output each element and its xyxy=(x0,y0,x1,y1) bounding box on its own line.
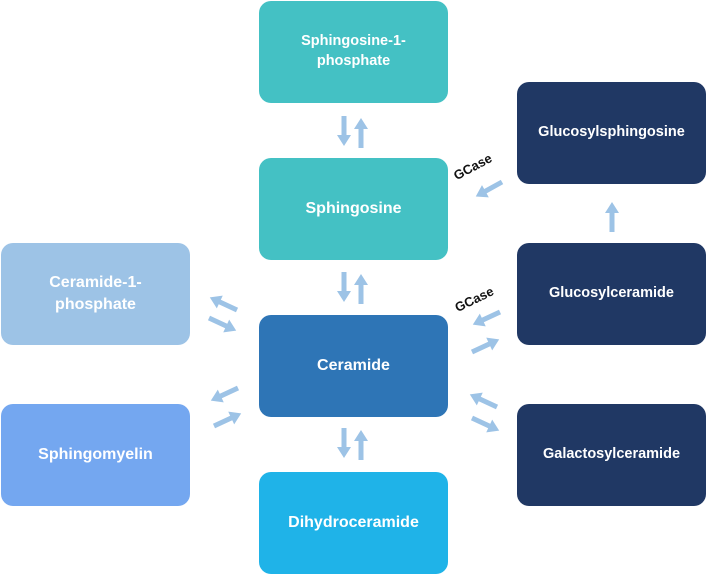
arrow-ceramide-to-dihydroceramide xyxy=(337,428,351,458)
arrow-glucosylceramide-to-glucosylsphingosine xyxy=(605,202,619,232)
arrow-sphingosine-to-s1p xyxy=(354,118,368,148)
arrow-sphingosine-to-ceramide xyxy=(337,272,351,302)
arrow-c1p-to-ceramide xyxy=(206,311,240,338)
node-label-ceramide-1-phosphate: Ceramide-1-phosphate xyxy=(49,274,142,313)
arrow-ceramide-to-sphingomyelin xyxy=(207,381,241,408)
arrow-sphingomyelin-to-ceramide xyxy=(211,406,245,433)
node-label-galactosylceramide: Galactosylceramide xyxy=(542,446,681,463)
node-label-glucosylceramide: Glucosylceramide xyxy=(549,285,674,302)
arrow-glucosylceramide-to-ceramide xyxy=(469,305,503,332)
node-glucosylceramide: Glucosylceramide xyxy=(517,243,706,345)
node-label-sphingosine: Sphingosine xyxy=(305,200,402,218)
arrow-dihydroceramide-to-ceramide xyxy=(354,430,368,460)
arrow-ceramide-to-glucosylceramide xyxy=(469,332,503,359)
node-label-sphingosine-1-phosphate: Sphingosine-1-phosphate xyxy=(301,33,406,69)
node-label-ceramide: Ceramide xyxy=(317,357,390,375)
node-dihydroceramide: Dihydroceramide xyxy=(259,472,448,574)
arrow-s1p-to-sphingosine xyxy=(337,116,351,146)
node-sphingosine-1-phosphate: Sphingosine-1-phosphate xyxy=(259,1,448,103)
node-ceramide-1-phosphate: Ceramide-1-phosphate xyxy=(1,243,190,345)
node-sphingosine: Sphingosine xyxy=(259,158,448,260)
arrow-glucosylsphingosine-to-sphingosine xyxy=(472,175,506,203)
arrow-ceramide-to-galactosylceramide xyxy=(469,411,503,438)
node-galactosylceramide: Galactosylceramide xyxy=(517,404,706,506)
node-label-dihydroceramide: Dihydroceramide xyxy=(288,514,419,532)
node-label-sphingomyelin: Sphingomyelin xyxy=(38,446,153,464)
arrow-ceramide-to-sphingosine xyxy=(354,274,368,304)
arrow-ceramide-to-c1p xyxy=(206,290,240,317)
node-glucosylsphingosine: Glucosylsphingosine xyxy=(517,82,706,184)
node-sphingomyelin: Sphingomyelin xyxy=(1,404,190,506)
arrow-galactosylceramide-to-ceramide xyxy=(466,387,500,414)
node-ceramide: Ceramide xyxy=(259,315,448,417)
node-label-glucosylsphingosine: Glucosylsphingosine xyxy=(538,124,685,141)
